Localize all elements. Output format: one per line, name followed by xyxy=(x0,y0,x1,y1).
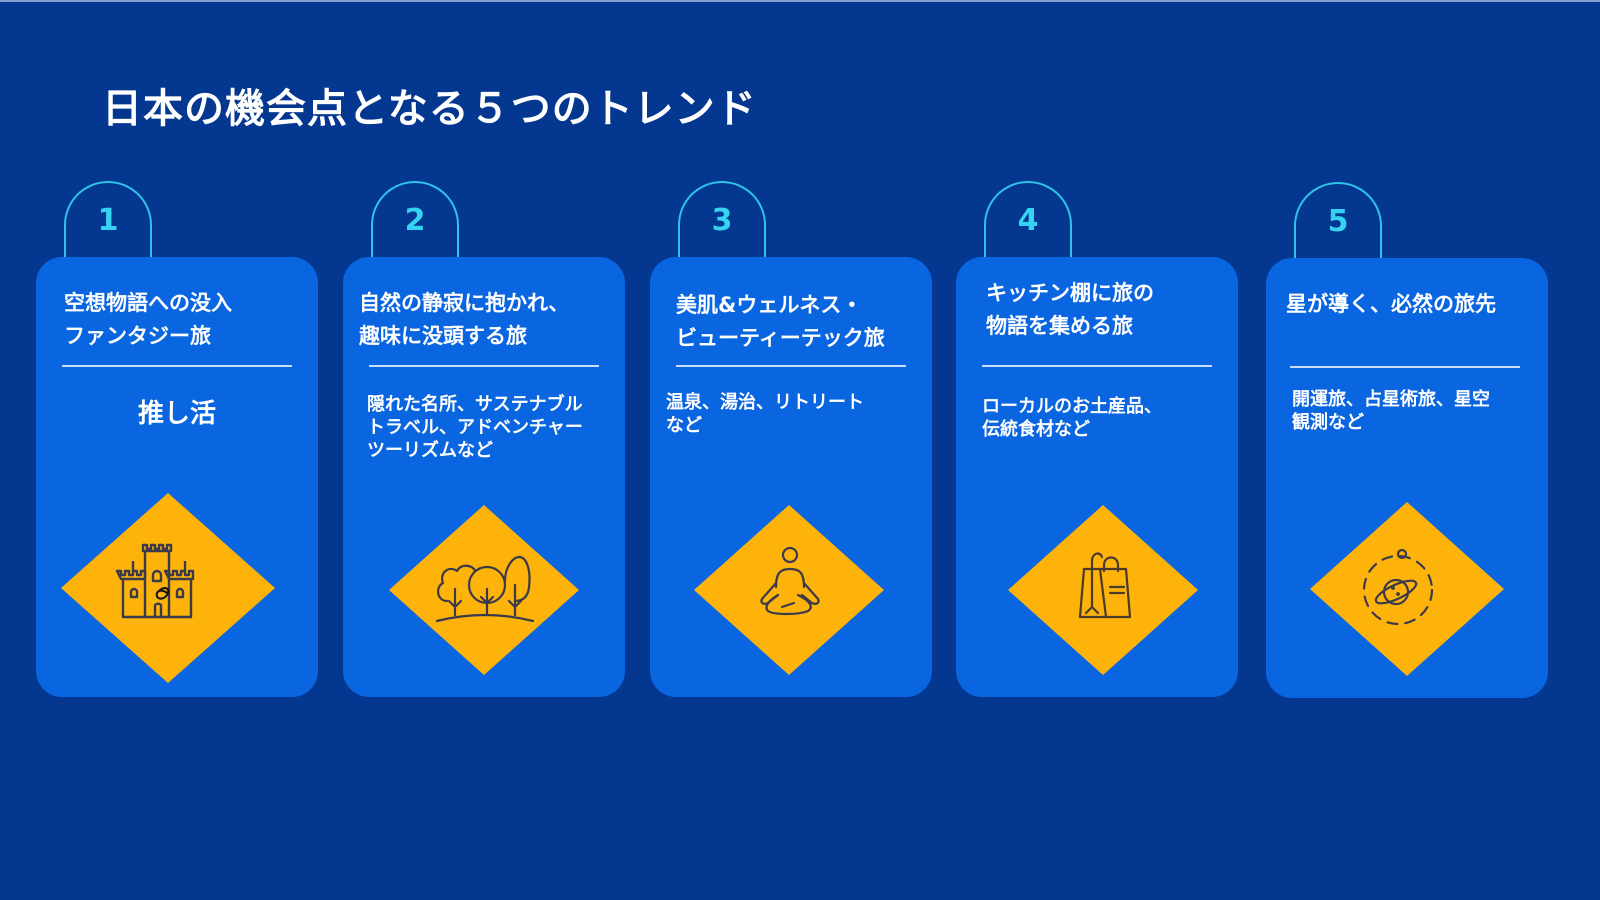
trend-description: 温泉、湯治、リトリート など xyxy=(666,392,864,436)
divider xyxy=(1290,366,1520,368)
trend-description: ローカルのお土産品、 伝統食材など xyxy=(982,396,1162,440)
castle-icon xyxy=(61,493,275,683)
trend-title: キッチン棚に旅の 物語を集める旅 xyxy=(986,281,1154,338)
trend-title: 自然の静寂に抱かれ、 趣味に没頭する旅 xyxy=(359,291,570,348)
trend-description: 隠れた名所、サステナブル トラベル、アドベンチャー ツーリズムなど xyxy=(367,394,583,461)
meditation-icon xyxy=(694,505,884,675)
trend-title: 星が導く、必然の旅先 xyxy=(1286,292,1496,316)
trend-card-3: 美肌&ウェルネス・ ビューティーテック旅 温泉、湯治、リトリート など xyxy=(650,257,932,697)
slide-title: 日本の機会点となる５つのトレンド xyxy=(102,86,757,132)
trend-card-1: 空想物語への没入 ファンタジー旅 推し活 xyxy=(36,257,318,697)
trend-title: 空想物語への没入 ファンタジー旅 xyxy=(64,291,232,348)
trend-number: 3 xyxy=(711,203,733,238)
trend-card-4: キッチン棚に旅の 物語を集める旅 ローカルのお土産品、 伝統食材など xyxy=(956,257,1238,697)
trend-3-number-tab: 3 xyxy=(678,181,766,257)
planet-orbit-icon xyxy=(1310,502,1504,676)
divider xyxy=(62,365,292,367)
trend-number: 5 xyxy=(1327,204,1349,239)
trend-card-5: 星が導く、必然の旅先 開運旅、占星術旅、星空 観測など xyxy=(1266,258,1548,698)
trend-1-number-tab: 1 xyxy=(64,181,152,257)
trend-tag: 推し活 xyxy=(137,399,216,429)
trend-5-number-tab: 5 xyxy=(1294,182,1382,258)
trees-icon xyxy=(389,505,579,675)
trend-number: 2 xyxy=(404,203,426,238)
trend-title: 美肌&ウェルネス・ ビューティーテック旅 xyxy=(676,293,885,350)
trend-card-2: 自然の静寂に抱かれ、 趣味に没頭する旅 隠れた名所、サステナブル トラベル、アド… xyxy=(343,257,625,697)
trend-number: 4 xyxy=(1017,203,1039,238)
trend-description: 開運旅、占星術旅、星空 観測など xyxy=(1292,389,1490,433)
divider xyxy=(982,365,1212,367)
trend-2-number-tab: 2 xyxy=(371,181,459,257)
trend-4-number-tab: 4 xyxy=(984,181,1072,257)
divider xyxy=(369,365,599,367)
shopping-bag-icon xyxy=(1008,505,1198,675)
divider xyxy=(676,365,906,367)
trend-number: 1 xyxy=(97,203,119,238)
top-border-line xyxy=(0,0,1600,2)
